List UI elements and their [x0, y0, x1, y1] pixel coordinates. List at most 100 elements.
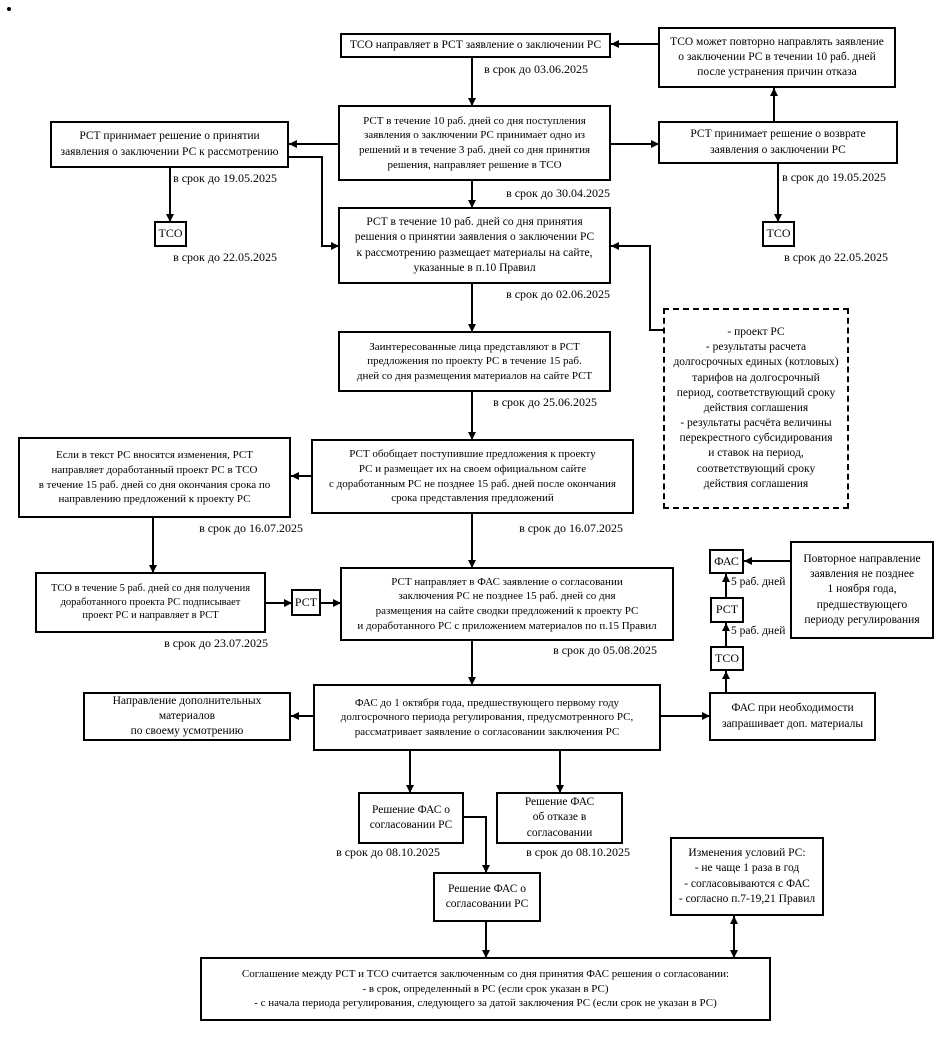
node-chain-rst: РСТ	[710, 597, 744, 623]
arrow-into-sendfas-left	[333, 599, 341, 607]
deadline-summarize: в срок до 16.07.2025	[519, 521, 623, 535]
arrow-into-tso-right	[774, 214, 782, 222]
deadline-fas-refuse: в срок до 08.10.2025	[526, 845, 630, 859]
node-extra-materials: Направление дополнительных материалов по…	[83, 692, 291, 741]
arrow-into-summarize	[468, 432, 476, 440]
node-materials-list: - проект РС - результаты расчета долгоср…	[663, 308, 849, 509]
node-proposals: Заинтересованные лица представляют в РСТ…	[338, 331, 611, 392]
deadline-send-to-fas: в срок до 05.08.2025	[553, 643, 657, 657]
label-5-days-1: 5 раб. дней	[731, 576, 786, 588]
arrow-into-chain-fas-right	[744, 557, 752, 565]
arrow-into-proposals	[468, 324, 476, 332]
arrow-into-concluded-right	[730, 950, 738, 958]
node-fas-review: ФАС до 1 октября года, предшествующего п…	[313, 684, 661, 751]
connector-chain-tso-to-rst	[725, 623, 727, 646]
deadline-tso-right: в срок до 22.05.2025	[784, 250, 888, 264]
deadline-tso-left: в срок до 22.05.2025	[173, 250, 277, 264]
deadline-tso-signs: в срок до 23.07.2025	[164, 636, 268, 650]
arrow-into-changes	[730, 916, 738, 924]
arrow-into-review	[468, 677, 476, 685]
node-changes-terms: Изменения условий РС: - не чаще 1 раза в…	[670, 837, 824, 916]
connector-revise-to-sign	[152, 518, 154, 572]
deadline-proposals: в срок до 25.06.2025	[493, 395, 597, 409]
connector-final-to-concluded	[485, 922, 487, 957]
connector-resubmit-to-submit	[611, 43, 658, 45]
connector-rstrelay-to-sendfas	[321, 602, 340, 604]
node-rst-decision: РСТ в течение 10 раб. дней со дня поступ…	[338, 105, 611, 181]
arrow-into-resubmit	[770, 88, 778, 96]
node-rst-relay: РСТ	[291, 589, 321, 616]
arrow-into-revise	[291, 472, 299, 480]
node-tso-right: ТСО	[762, 221, 795, 247]
connector-decision-to-accept	[289, 143, 338, 145]
deadline-publish: в срок до 02.06.2025	[506, 287, 610, 301]
connector-accept-to-publish-h1	[289, 156, 322, 158]
connector-materials-to-publish-v	[649, 245, 651, 330]
connector-submit-to-decision	[471, 58, 473, 105]
connector-summarize-to-revise	[291, 475, 311, 477]
connector-request-to-chain-tso	[725, 671, 727, 692]
arrow-into-tso-left	[166, 214, 174, 222]
connector-review-to-approve	[409, 751, 411, 792]
deadline-accept: в срок до 19.05.2025	[173, 171, 277, 185]
deadline-submit: в срок до 03.06.2025	[484, 62, 588, 76]
connector-approve-to-final-h	[464, 816, 486, 818]
connector-sign-to-rstrelay	[266, 602, 291, 604]
node-fas-refuse: Решение ФАС об отказе в согласовании	[496, 792, 623, 844]
node-tso-signs: ТСО в течение 5 раб. дней со дня получен…	[35, 572, 266, 633]
node-fas-approve-final: Решение ФАС о согласовании РС	[433, 872, 541, 922]
arrow-into-approve-final	[482, 865, 490, 873]
connector-approve-to-final-v	[485, 816, 487, 872]
arrow-into-concluded	[482, 950, 490, 958]
connector-decision-to-return	[611, 143, 658, 145]
connector-november-to-fas	[744, 560, 790, 562]
deadline-rst-decision: в срок до 30.04.2025	[506, 186, 610, 200]
node-agreement-concluded: Соглашение между РСТ и ТСО считается зак…	[200, 957, 771, 1021]
node-tso-left: ТСО	[154, 221, 187, 247]
node-summarize-proposals: РСТ обобщает поступившие предложения к п…	[311, 439, 634, 514]
node-fas-approve: Решение ФАС о согласовании РС	[358, 792, 464, 844]
scan-artifact-dot	[7, 7, 11, 11]
deadline-fas-approve: в срок до 08.10.2025	[336, 845, 440, 859]
connector-materials-to-publish-h	[611, 245, 651, 247]
node-resubmit-offer: ТСО может повторно направлять заявление …	[658, 27, 896, 88]
connector-materials-to-publish-h2	[649, 329, 663, 331]
node-resubmit-november: Повторное направление заявления не поздн…	[790, 541, 934, 639]
connector-return-to-tso	[777, 164, 779, 221]
arrow-into-request	[702, 712, 710, 720]
connector-accept-to-publish-v	[321, 156, 323, 246]
connector-review-to-request	[661, 715, 709, 717]
arrow-into-approve	[406, 785, 414, 793]
connector-sendfas-to-review	[471, 641, 473, 684]
connector-changes-concluded	[733, 916, 735, 957]
connector-proposals-to-summarize	[471, 392, 473, 439]
node-submit-application: ТСО направляет в РСТ заявление о заключе…	[340, 33, 611, 58]
node-revise-draft: Если в текст РС вносятся изменения, РСТ …	[18, 437, 291, 518]
arrow-into-refuse	[556, 785, 564, 793]
arrow-into-return	[651, 140, 659, 148]
node-fas-request: ФАС при необходимости запрашивает доп. м…	[709, 692, 876, 741]
node-chain-fas: ФАС	[709, 549, 744, 574]
arrow-into-sendfas	[468, 560, 476, 568]
connector-review-to-refuse	[559, 751, 561, 792]
arrow-into-accept	[289, 140, 297, 148]
node-chain-tso: ТСО	[710, 646, 744, 671]
arrow-into-chain-tso	[722, 671, 730, 679]
node-send-to-fas: РСТ направляет в ФАС заявление о согласо…	[340, 567, 674, 641]
arrow-into-sign	[149, 565, 157, 573]
node-publish-materials: РСТ в течение 10 раб. дней со дня принят…	[338, 207, 611, 284]
arrow-into-publish-right	[611, 242, 619, 250]
arrow-into-extra	[291, 712, 299, 720]
connector-accept-to-publish-h2	[321, 245, 338, 247]
node-return-application: РСТ принимает решение о возврате заявлен…	[658, 121, 898, 164]
node-accept-application: РСТ принимает решение о принятии заявлен…	[50, 121, 289, 168]
connector-review-to-extra	[291, 715, 313, 717]
arrow-into-publish-top	[468, 200, 476, 208]
connector-return-to-resubmit	[773, 88, 775, 121]
label-5-days-2: 5 раб. дней	[731, 625, 786, 637]
arrow-into-chain-rst	[722, 623, 730, 631]
deadline-revise: в срок до 16.07.2025	[199, 521, 303, 535]
connector-decision-to-publish	[471, 181, 473, 207]
arrow-into-decision	[468, 98, 476, 106]
